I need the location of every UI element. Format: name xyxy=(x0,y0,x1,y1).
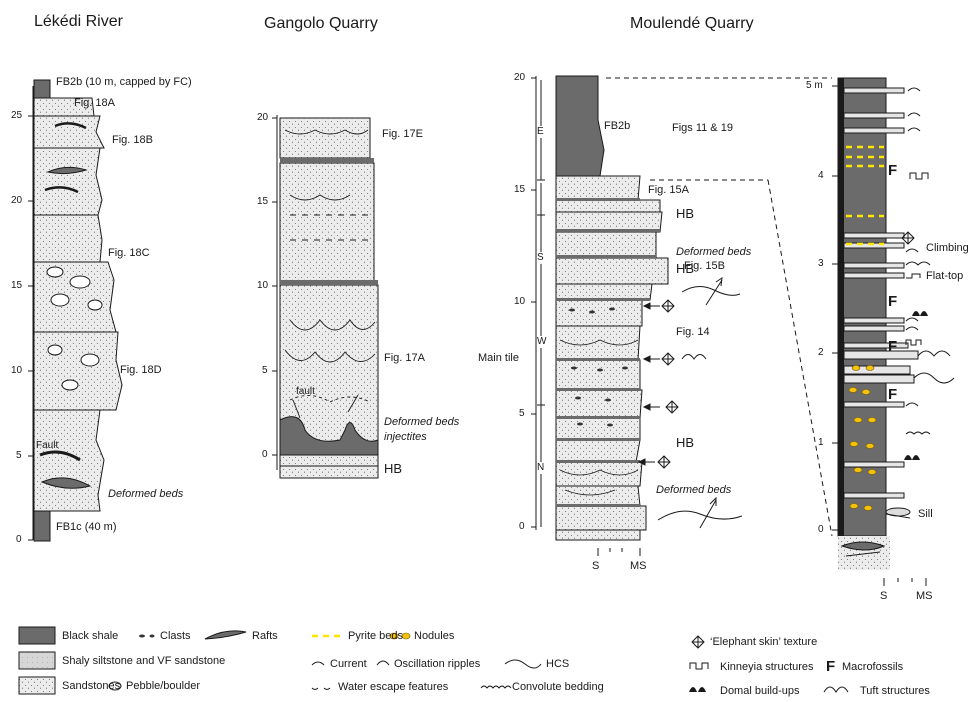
legend-black-shale: Black shale xyxy=(62,630,119,642)
gangolo-tick-0: 0 xyxy=(262,449,268,460)
legend-rafts: Rafts xyxy=(252,630,278,642)
macrofossil-3: F xyxy=(888,338,898,355)
legend-oscillation: Oscillation ripples xyxy=(394,658,481,670)
legend-pebble: Pebble/boulder xyxy=(126,680,201,692)
legend-shaly: Shaly siltstone and VF sandstone xyxy=(62,655,226,667)
moulende-deformed-2: Deformed beds xyxy=(656,484,732,496)
macrofossil-4: F xyxy=(888,386,898,403)
legend-water-escape: Water escape features xyxy=(338,681,449,693)
legend-tuft: Tuft structures xyxy=(860,685,930,697)
detail-grain-s: S xyxy=(880,590,888,602)
moulende-hb-1: HB xyxy=(676,206,695,221)
gangolo-injectites: injectites xyxy=(384,431,427,443)
detail-tick-4: 4 xyxy=(818,170,824,181)
moulende-tick-10: 10 xyxy=(514,296,526,307)
gangolo-fig17a: Fig. 17A xyxy=(384,352,425,364)
lekedi-tick-20: 20 xyxy=(11,195,23,206)
lekedi-fault: Fault xyxy=(36,440,59,451)
lekedi-fig18d: Fig. 18D xyxy=(120,364,162,376)
moulende-tick-5: 5 xyxy=(519,408,525,419)
legend-symbols xyxy=(18,626,849,695)
legend-macrofossils: Macrofossils xyxy=(842,661,904,673)
moulende-grain-ms: MS xyxy=(630,560,647,572)
lekedi-top-label: FB2b (10 m, capped by FC) xyxy=(56,76,192,88)
moulende-deformed-1: Deformed beds xyxy=(676,246,752,258)
detail-flattop: Flat-top xyxy=(926,270,964,282)
lekedi-tick-10: 10 xyxy=(11,365,23,376)
detail-tick-0: 0 xyxy=(818,524,824,535)
legend-pyrite: Pyrite beds xyxy=(348,630,404,642)
lekedi-deformed: Deformed beds xyxy=(108,488,184,500)
legend-domal: Domal build-ups xyxy=(720,685,800,697)
detail-log xyxy=(832,77,955,586)
lekedi-log xyxy=(28,79,123,542)
gangolo-tick-5: 5 xyxy=(262,365,268,376)
lekedi-tick-15: 15 xyxy=(11,280,23,291)
legend-current: Current xyxy=(330,658,367,670)
moulende-tick-0: 0 xyxy=(519,521,525,532)
legend-clasts: Clasts xyxy=(160,630,191,642)
detail-tick-3: 3 xyxy=(818,258,824,269)
gangolo-log xyxy=(272,115,379,479)
moulende-fig14: Fig. 14 xyxy=(676,326,710,338)
legend-macro-symbol: F xyxy=(826,658,836,675)
lekedi-title: Lékédi River xyxy=(34,13,123,30)
moulende-fb2b: FB2b xyxy=(604,120,631,132)
moulende-tick-20: 20 xyxy=(514,72,526,83)
legend-elephant: ‘Elephant skin’ texture xyxy=(710,636,818,648)
moulende-fig15a: Fig. 15A xyxy=(648,184,689,196)
moulende-unit-e: E xyxy=(537,126,544,138)
moulende-fig15b: Fig. 15B xyxy=(684,260,725,272)
moulende-figs11-19: Figs 11 & 19 xyxy=(672,122,733,134)
detail-grain-ms: MS xyxy=(916,590,933,602)
detail-tick-2: 2 xyxy=(818,347,824,358)
gangolo-hb: HB xyxy=(384,461,403,476)
moulende-unit-n: N xyxy=(537,462,545,474)
gangolo-fig17e: Fig. 17E xyxy=(382,128,423,140)
detail-climbing: Climbing xyxy=(926,242,969,254)
moulende-grain-s: S xyxy=(592,560,600,572)
moulende-hb-2: HB xyxy=(676,261,695,276)
moulende-unit-w: W xyxy=(537,336,547,348)
gangolo-tick-10: 10 xyxy=(257,280,269,291)
lekedi-fig18b: Fig. 18B xyxy=(112,134,153,146)
macrofossil-1: F xyxy=(888,162,898,179)
gangolo-tick-15: 15 xyxy=(257,196,269,207)
lekedi-fig18a: Fig. 18A xyxy=(74,97,115,109)
lekedi-tick-0: 0 xyxy=(16,534,22,545)
macrofossil-2: F xyxy=(888,293,898,310)
legend-convolute: Convolute bedding xyxy=(512,681,604,693)
lekedi-tick-5: 5 xyxy=(16,450,22,461)
lekedi-base: FB1c (40 m) xyxy=(56,521,117,533)
legend-kinneyia: Kinneyia structures xyxy=(720,661,814,673)
moulende-unit-s: S xyxy=(537,252,544,264)
moulende-hb-3: HB xyxy=(676,435,695,450)
legend-hcs: HCS xyxy=(546,658,570,670)
legend-sandstones: Sandstones xyxy=(62,680,121,692)
moulende-main-tile: Main tile xyxy=(478,352,519,364)
gangolo-deformed: Deformed beds xyxy=(384,416,460,428)
detail-tick-5m: 5 m xyxy=(806,80,823,91)
lekedi-tick-25: 25 xyxy=(11,110,23,121)
detail-tick-1: 1 xyxy=(818,437,824,448)
lekedi-fig18c: Fig. 18C xyxy=(108,247,150,259)
legend-nodules: Nodules xyxy=(414,630,455,642)
gangolo-fault: fault xyxy=(296,386,315,397)
moulende-tick-15: 15 xyxy=(514,184,526,195)
gangolo-title: Gangolo Quarry xyxy=(264,15,378,32)
gangolo-tick-20: 20 xyxy=(257,112,269,123)
detail-sill: Sill xyxy=(918,508,933,520)
moulende-title: Moulendé Quarry xyxy=(630,15,754,32)
